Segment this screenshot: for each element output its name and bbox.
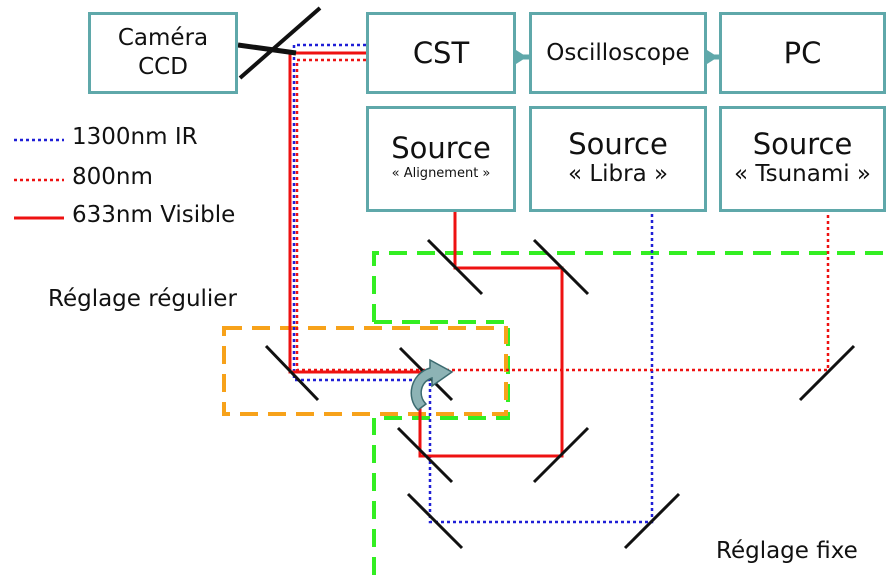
source-tsunami-subtitle: « Tsunami » [733,160,872,187]
fixed-zone-label: Réglage fixe [716,538,858,564]
source-alignement-title: Source [391,131,491,166]
beam-splitter-mirror [238,6,322,80]
oscilloscope-label: Oscilloscope [546,39,690,66]
ccd-label: CCD [138,54,188,80]
source-libra-box: Source « Libra » [529,106,707,212]
fixed-zone-outline [372,251,886,575]
source-tsunami-title: Source [752,127,853,162]
source-alignement-subtitle: « Alignement » [391,165,491,181]
mirror-group [264,238,856,550]
legend-label-ir: 1300nm IR [72,124,198,150]
legend-label-visible: 633nm Visible [72,202,236,228]
cst-box: CST [366,12,516,94]
visible-beam-path [288,51,564,458]
mirror [406,492,464,550]
curved-rotation-arrow-icon [410,358,454,411]
pc-box: PC [719,12,886,94]
mirror [532,238,590,296]
mirror [532,426,590,484]
mirror [426,238,484,296]
camera-label: Caméra [117,25,209,52]
regular-zone-label: Réglage régulier [48,286,237,312]
mirror [623,492,681,550]
beam-800nm-path [295,58,830,372]
legend-label-800nm: 800nm [72,164,153,190]
camera-feed-line [237,42,297,56]
cst-label: CST [412,35,470,70]
source-libra-subtitle: « Libra » [567,160,669,187]
mirror [264,344,320,402]
source-alignement-box: Source « Alignement » [366,106,516,212]
camera-ccd-box: Caméra CCD [88,12,238,94]
source-tsunami-box: Source « Tsunami » [719,106,886,212]
oscilloscope-box: Oscilloscope [529,12,707,94]
source-libra-title: Source [568,127,668,162]
mirror [396,426,454,484]
pc-label: PC [783,35,822,70]
mirror [798,344,856,402]
